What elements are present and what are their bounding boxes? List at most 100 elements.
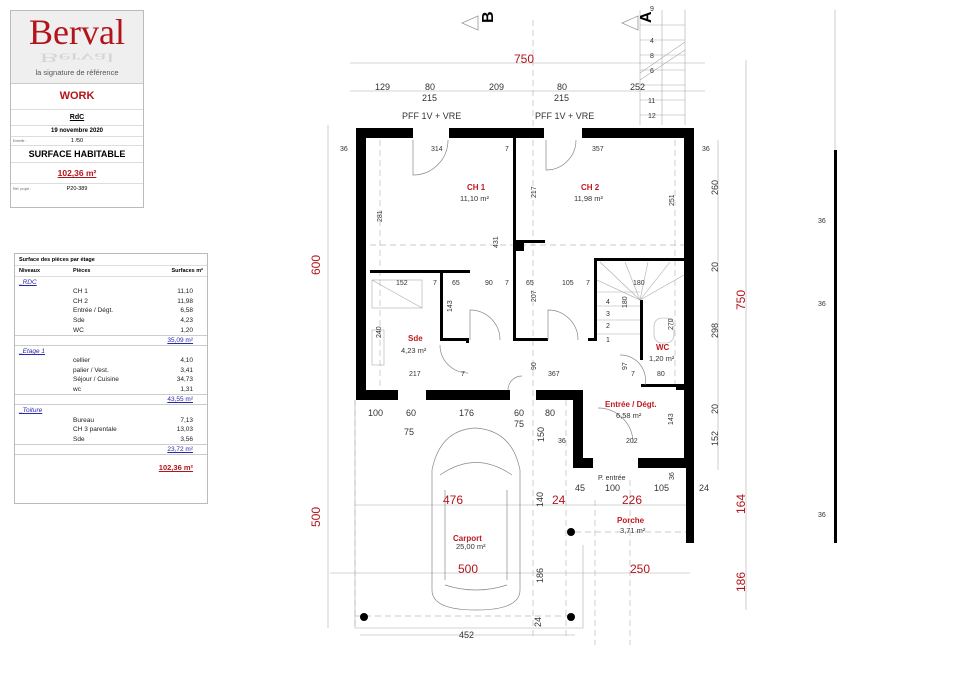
dim-carport-depth: 500 — [309, 507, 323, 527]
room-name: CH 2 — [73, 297, 88, 305]
svg-text:90: 90 — [485, 280, 493, 287]
svg-text:260: 260 — [710, 180, 720, 195]
svg-text:314: 314 — [431, 146, 443, 153]
svg-text:180: 180 — [633, 280, 645, 287]
svg-text:226: 226 — [622, 493, 642, 507]
red-dimensions: 476 24 226 500 250 164 186 — [443, 493, 748, 592]
scale-label: Echelle : — [13, 139, 27, 143]
brand-tagline: la signature de référence — [35, 68, 119, 77]
far-right-wall: 36 36 36 — [818, 150, 837, 543]
svg-text:75: 75 — [404, 427, 414, 437]
room-wc: WC — [656, 343, 670, 352]
svg-text:11,98 m²: 11,98 m² — [574, 194, 604, 203]
svg-text:476: 476 — [443, 493, 463, 507]
svg-text:186: 186 — [535, 568, 545, 583]
svg-text:36: 36 — [669, 472, 676, 480]
subtotal-rdc[interactable]: 35,09 m² — [15, 334, 207, 346]
svg-text:1,20 m²: 1,20 m² — [649, 354, 675, 363]
grand-total[interactable]: 102,36 m² — [158, 463, 193, 473]
svg-text:80: 80 — [657, 371, 665, 378]
svg-text:7: 7 — [433, 280, 437, 287]
table-row: palier / Vest.3,41 — [15, 366, 207, 376]
project-title: WORK — [11, 84, 143, 110]
svg-text:7: 7 — [586, 280, 590, 287]
svg-text:4: 4 — [650, 38, 654, 45]
svg-text:2: 2 — [606, 323, 610, 330]
brand-logo: Berval Berval la signature de référence — [11, 11, 143, 84]
room-name: Entrée / Dégt. — [73, 307, 114, 315]
svg-text:6,58 m²: 6,58 m² — [616, 411, 642, 420]
svg-text:90: 90 — [531, 362, 538, 370]
room-area: 7,13 — [180, 416, 193, 424]
room-ch1: CH 1 — [467, 183, 486, 192]
svg-text:452: 452 — [459, 630, 474, 640]
date-label: 19 novembre 2020 — [11, 126, 143, 137]
svg-text:60: 60 — [406, 408, 416, 418]
svg-text:143: 143 — [447, 300, 454, 312]
svg-text:100: 100 — [368, 408, 383, 418]
level-link-rdc[interactable]: _RDC — [19, 279, 37, 286]
svg-text:240: 240 — [376, 326, 383, 338]
svg-text:11,10 m²: 11,10 m² — [460, 194, 490, 203]
surface-table-title: Surface des pièces par étage — [15, 254, 207, 266]
dim-house-depth: 600 — [309, 255, 323, 275]
svg-text:140: 140 — [535, 492, 545, 507]
svg-text:152: 152 — [396, 280, 408, 287]
posts — [360, 528, 575, 621]
svg-text:164: 164 — [734, 494, 748, 514]
svg-text:150: 150 — [536, 427, 546, 442]
header-rooms: Pièces — [73, 268, 91, 274]
svg-text:65: 65 — [452, 280, 460, 287]
table-row: Entrée / Dégt.6,58 — [15, 306, 207, 316]
svg-text:80: 80 — [545, 408, 555, 418]
svg-text:75: 75 — [514, 419, 524, 429]
door-swings — [412, 139, 646, 444]
section-mark-a: A — [621, 11, 655, 31]
svg-text:A: A — [638, 11, 655, 23]
car-outline — [431, 427, 521, 611]
room-labels: CH 1 11,10 m² CH 2 11,98 m² Sde 4,23 m² … — [401, 183, 675, 551]
room-area: 3,41 — [180, 366, 193, 374]
level-link-etage1[interactable]: _Etage 1 — [19, 347, 46, 355]
right-dimensions: 260 20 298 20 152 — [710, 180, 720, 446]
room-area: 3,56 — [180, 435, 193, 443]
svg-text:100: 100 — [605, 483, 620, 493]
room-ch2: CH 2 — [581, 183, 600, 192]
room-name: Séjour / Cuisine — [73, 376, 119, 384]
svg-text:8: 8 — [650, 53, 654, 60]
svg-text:298: 298 — [710, 323, 720, 338]
room-area: 4,23 — [180, 317, 193, 325]
svg-text:250: 250 — [630, 562, 650, 576]
window-label: PFF 1V + VRE — [535, 111, 594, 121]
svg-text:202: 202 — [626, 438, 638, 445]
svg-text:105: 105 — [562, 280, 574, 287]
subtotal-etage1[interactable]: 43,55 m² — [15, 394, 207, 406]
svg-text:6: 6 — [650, 68, 654, 75]
svg-text:152: 152 — [710, 431, 720, 446]
svg-text:252: 252 — [630, 82, 645, 92]
room-sde: Sde — [408, 334, 423, 343]
svg-text:367: 367 — [548, 371, 560, 378]
ref-value: P20-389 — [66, 186, 88, 192]
subtotal-toiture[interactable]: 23,72 m² — [15, 444, 207, 456]
svg-text:B: B — [480, 11, 497, 23]
svg-text:7: 7 — [461, 371, 465, 378]
header-areas: Surfaces m² — [171, 268, 204, 274]
svg-text:215: 215 — [422, 93, 437, 103]
dim-overall-height: 750 — [734, 290, 748, 310]
level-link-toiture[interactable]: _Toiture — [19, 407, 43, 415]
svg-text:24: 24 — [699, 483, 709, 493]
svg-text:105: 105 — [654, 483, 669, 493]
room-area: 11,10 — [177, 288, 193, 296]
svg-text:217: 217 — [531, 186, 538, 198]
svg-text:431: 431 — [493, 236, 500, 248]
svg-text:24: 24 — [552, 493, 566, 507]
svg-text:217: 217 — [409, 371, 421, 378]
svg-text:20: 20 — [710, 404, 720, 414]
scale-value: 1 /50 — [70, 138, 84, 144]
svg-text:7: 7 — [631, 371, 635, 378]
